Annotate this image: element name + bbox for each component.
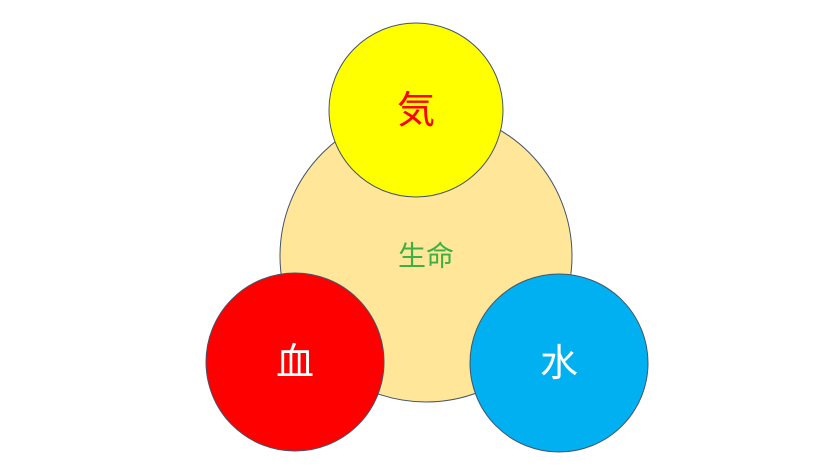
node-sui: 水 xyxy=(469,273,649,453)
ketsu-label: 血 xyxy=(276,340,314,384)
ki-circle xyxy=(328,22,504,198)
ketsu-circle xyxy=(205,272,385,452)
sui-label: 水 xyxy=(540,341,578,385)
center-label: 生命 xyxy=(398,240,454,273)
sui-circle xyxy=(469,273,649,453)
node-ki: 気 xyxy=(328,22,504,198)
ki-label: 気 xyxy=(397,88,435,132)
node-ketsu: 血 xyxy=(205,272,385,452)
